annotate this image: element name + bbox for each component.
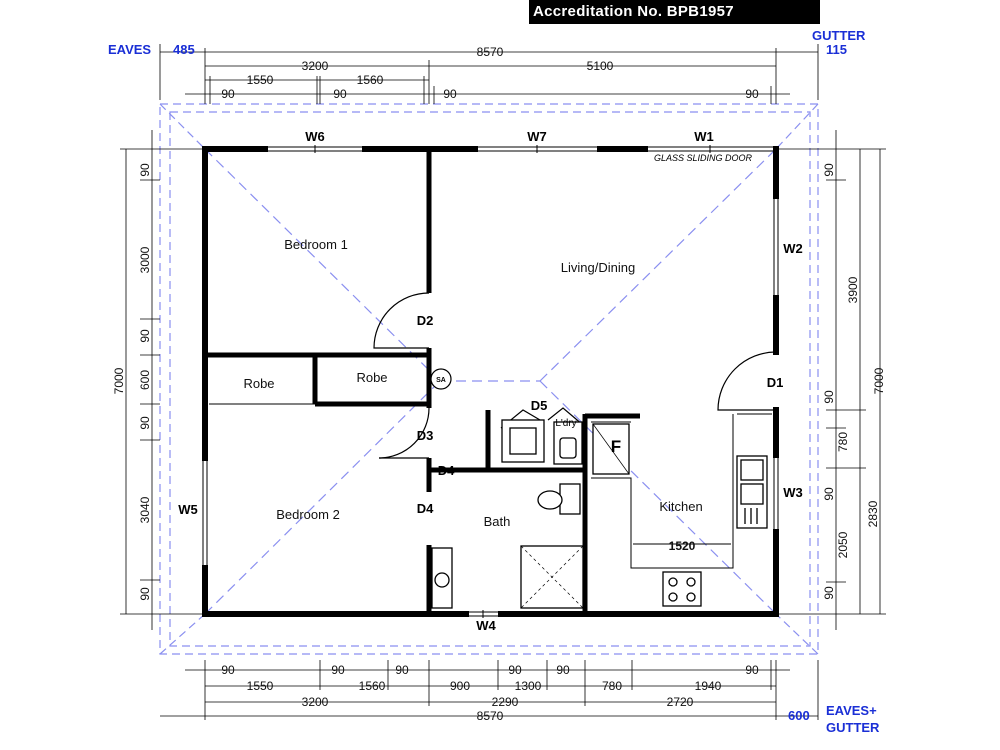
door-d4a-label: D4 (438, 463, 455, 478)
left-dim-d: 600 (138, 370, 152, 390)
bottom-dim-w4: 90 (508, 663, 522, 677)
window-w7-label: W7 (527, 129, 547, 144)
bottom-dim-w5: 90 (556, 663, 570, 677)
bottom-dim-f: 1940 (695, 679, 722, 693)
left-dim-e: 90 (138, 416, 152, 430)
room-bedroom-2: Bedroom 2 (276, 507, 340, 522)
left-dim-f: 3040 (138, 496, 152, 523)
bottom-dim-overall: 8570 (477, 709, 504, 723)
top-dim-left: 3200 (302, 59, 329, 73)
right-dim-c: 90 (822, 390, 836, 404)
eaves-label-bottom-1: EAVES+ (826, 703, 877, 718)
shower-diagonals (520, 545, 584, 609)
bottom-dim-d: 1300 (515, 679, 542, 693)
right-dim-overall: 7000 (872, 367, 886, 394)
gutter-label-top: GUTTER (812, 28, 866, 43)
bottom-dim-w1: 90 (221, 663, 235, 677)
room-living-dining: Living/Dining (561, 260, 635, 275)
room-kitchen: Kitchen (659, 499, 702, 514)
smoke-alarm-label: SA (436, 377, 446, 384)
left-dim-overall: 7000 (112, 367, 126, 394)
bottom-dim-c: 900 (450, 679, 470, 693)
top-dim-w1: 90 (221, 87, 235, 101)
window-w6-label: W6 (305, 129, 325, 144)
roof-hip-lines (204, 148, 777, 615)
top-dim-b: 1560 (357, 73, 384, 87)
eaves-label-bottom-2: GUTTER (826, 720, 880, 735)
top-dim-a: 1550 (247, 73, 274, 87)
right-dim-e: 90 (822, 487, 836, 501)
bottom-dim-e: 780 (602, 679, 622, 693)
right-dim-g: 90 (822, 586, 836, 600)
left-dim-b: 3000 (138, 246, 152, 273)
room-bath: Bath (484, 514, 511, 529)
left-dim-a: 90 (138, 163, 152, 177)
window-w1-label: W1 (694, 129, 714, 144)
bottom-dim-w2: 90 (331, 663, 345, 677)
external-walls (202, 146, 779, 617)
window-w5-label: W5 (178, 502, 198, 517)
bottom-dimensions (160, 660, 819, 720)
top-dim-overall: 8570 (477, 45, 504, 59)
kitchen-bench (591, 413, 772, 569)
kitchen-dim-text: 1520 (669, 539, 696, 553)
room-robe-2: Robe (356, 370, 387, 385)
door-d3-label: D3 (417, 428, 434, 443)
accreditation-badge: Accreditation No. BPB1957 (529, 0, 820, 24)
eaves-value-top: 485 (173, 42, 195, 57)
laundry-fixtures (501, 419, 583, 465)
eaves-label-top: EAVES (108, 42, 151, 57)
window-mullions (314, 145, 711, 618)
room-robe-1: Robe (243, 376, 274, 391)
door-d2-label: D2 (417, 313, 434, 328)
sliding-door-note: GLASS SLIDING DOOR (654, 153, 753, 163)
right-dim-d: 780 (836, 432, 850, 452)
window-w2-label: W2 (783, 241, 803, 256)
top-dim-w2: 90 (333, 87, 347, 101)
door-d1-label: D1 (767, 375, 784, 390)
bottom-dim-a: 1550 (247, 679, 274, 693)
fridge-label: F (611, 437, 621, 456)
left-dim-g: 90 (138, 587, 152, 601)
gutter-value-top: 115 (826, 42, 847, 57)
left-dimensions (120, 130, 205, 630)
right-dim-b: 3900 (846, 276, 860, 303)
bottom-dim-h: 2290 (492, 695, 519, 709)
door-d4b-label: D4 (417, 501, 434, 516)
right-dim-f: 2050 (836, 531, 850, 558)
window-w3-label: W3 (783, 485, 803, 500)
bottom-dim-w6: 90 (745, 663, 759, 677)
top-dimensions (159, 44, 819, 104)
bottom-dim-b: 1560 (359, 679, 386, 693)
eaves-outline (159, 103, 819, 655)
room-bedroom-1: Bedroom 1 (284, 237, 348, 252)
right-dim-h: 2830 (866, 500, 880, 527)
internal-walls (205, 149, 640, 614)
left-dim-c: 90 (138, 329, 152, 343)
smoke-alarm-icon (430, 368, 452, 390)
window-w4-label: W4 (476, 618, 496, 633)
bottom-dim-i: 2720 (667, 695, 694, 709)
kitchen-sink (736, 455, 768, 529)
cooktop (662, 571, 702, 607)
right-dim-a: 90 (822, 163, 836, 177)
fridge-space (592, 423, 630, 475)
bath-fixtures (431, 483, 584, 609)
eaves-value-bottom: 600 (788, 708, 810, 723)
bottom-dim-w3: 90 (395, 663, 409, 677)
top-dim-w4: 90 (745, 87, 759, 101)
door-swings (373, 292, 777, 459)
top-dim-w3: 90 (443, 87, 457, 101)
top-dim-right: 5100 (587, 59, 614, 73)
door-d5-label: D5 (531, 398, 548, 413)
room-laundry: L'dry (555, 418, 576, 429)
bottom-dim-g: 3200 (302, 695, 329, 709)
right-dimensions (776, 130, 886, 630)
